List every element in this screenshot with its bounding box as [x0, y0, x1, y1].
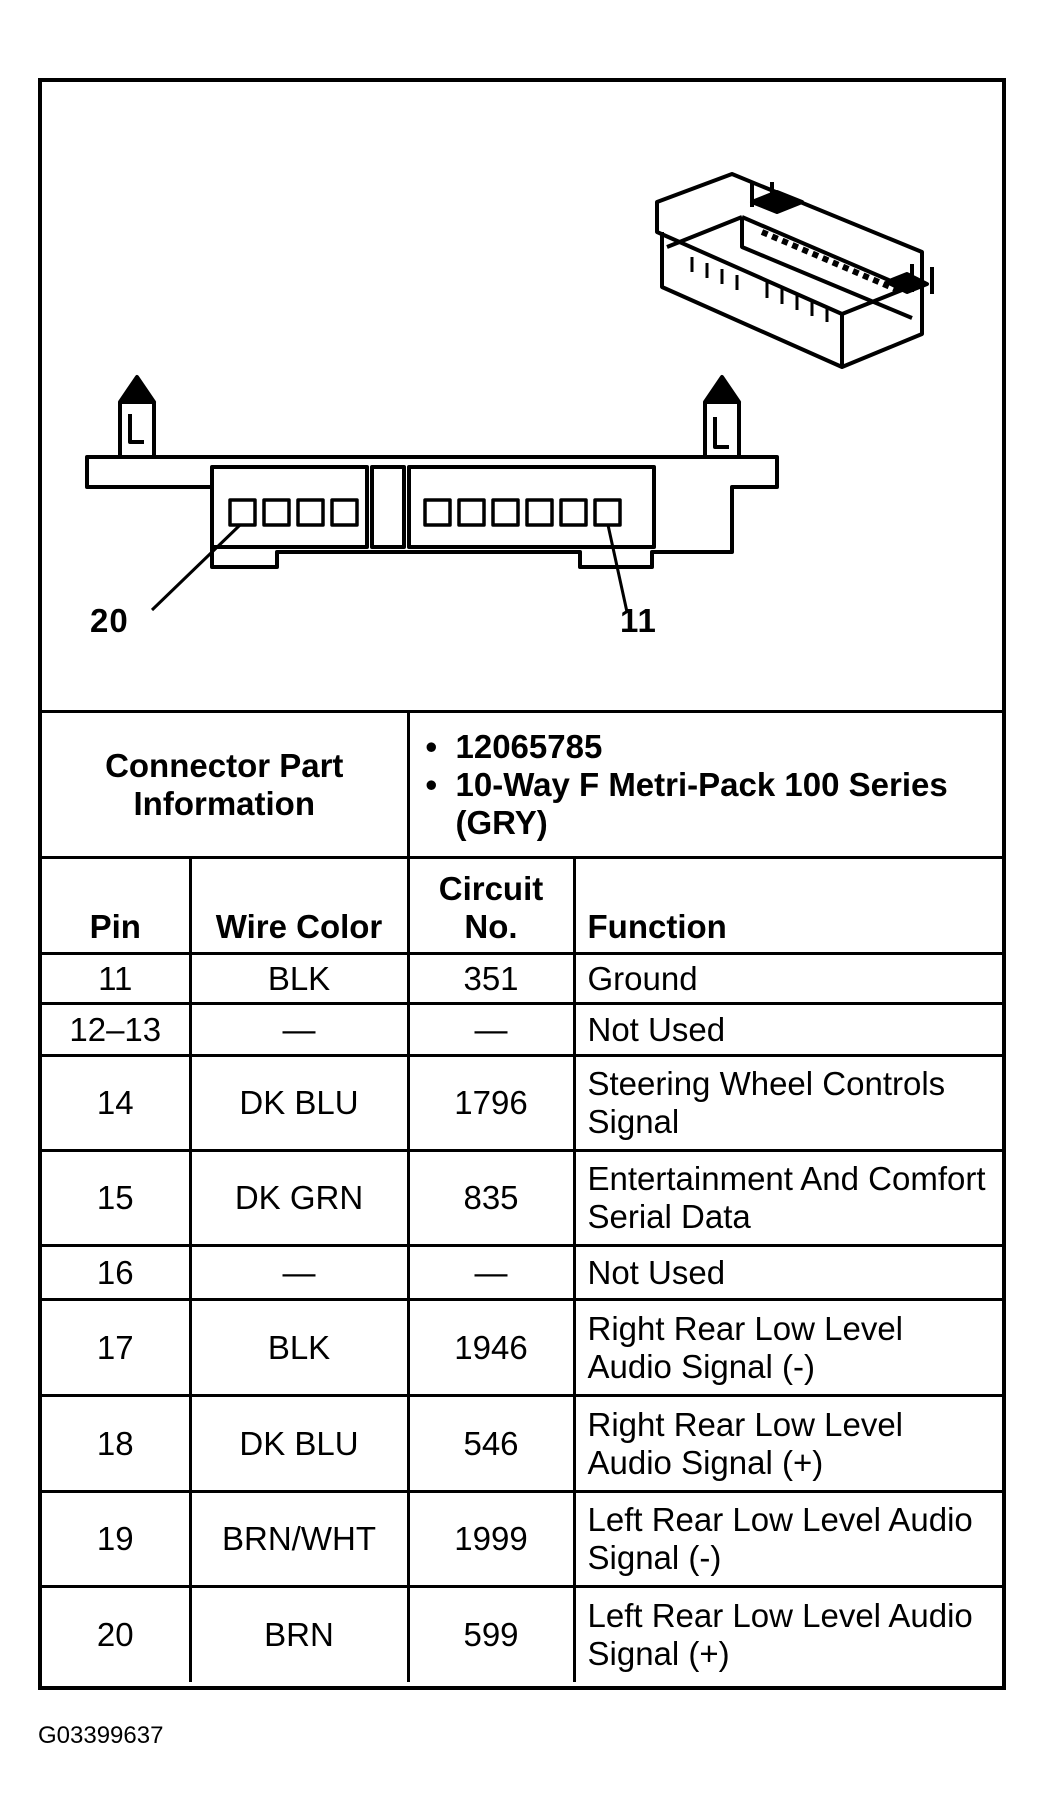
- pin-cell: 17: [42, 1298, 192, 1397]
- connector-face-drawing: [85, 172, 934, 613]
- wire-color-cell: DK BLU: [188, 1394, 410, 1493]
- table-row: 19 BRN/WHT 1999 Left Rear Low Level Audi…: [42, 1490, 1003, 1588]
- function-cell: Left Rear Low Level Audio Signal (+): [572, 1585, 1003, 1682]
- pin-cell: 18: [42, 1394, 192, 1493]
- part-number: 12065785: [422, 728, 991, 766]
- table-row: 20 BRN 599 Left Rear Low Level Audio Sig…: [42, 1585, 1003, 1682]
- header-function: Function: [572, 856, 1003, 955]
- wire-color-cell: BLK: [188, 952, 410, 1005]
- function-cell: Left Rear Low Level Audio Signal (-): [572, 1490, 1003, 1588]
- pin-cell: 19: [42, 1490, 192, 1588]
- circuit-cell: 1796: [406, 1054, 576, 1152]
- pin-cell: 12–13: [42, 1002, 192, 1057]
- wire-color-cell: BRN: [188, 1585, 410, 1682]
- pin-cell: 20: [42, 1585, 192, 1682]
- circuit-cell: 1946: [406, 1298, 576, 1397]
- table-row: 17 BLK 1946 Right Rear Low Level Audio S…: [42, 1298, 1003, 1397]
- circuit-cell: —: [406, 1244, 576, 1301]
- function-cell: Not Used: [572, 1002, 1003, 1057]
- figure-id: G03399637: [38, 1722, 164, 1749]
- pin-11-label: 11: [620, 602, 657, 639]
- table-row: 18 DK BLU 546 Right Rear Low Level Audio…: [42, 1394, 1003, 1493]
- function-cell: Steering Wheel Controls Signal: [572, 1054, 1003, 1152]
- table-row: 11 BLK 351 Ground: [42, 952, 1003, 1005]
- circuit-cell: 599: [406, 1585, 576, 1682]
- table-row: 16 — — Not Used: [42, 1244, 1003, 1301]
- function-cell: Ground: [572, 952, 1003, 1005]
- circuit-cell: 1999: [406, 1490, 576, 1588]
- wire-color-cell: —: [188, 1002, 410, 1057]
- connector-type: 10-Way F Metri-Pack 100 Series (GRY): [422, 766, 991, 842]
- wire-color-cell: DK BLU: [188, 1054, 410, 1152]
- table-row: 14 DK BLU 1796 Steering Wheel Controls S…: [42, 1054, 1003, 1152]
- circuit-cell: 835: [406, 1149, 576, 1247]
- pinout-table: Connector Part Information 12065785 10-W…: [42, 710, 1003, 1682]
- table-row: 12–13 — — Not Used: [42, 1002, 1003, 1057]
- connector-info-label: Connector Part Information: [42, 710, 410, 859]
- connector-figure: 20 11 Connector Part Information 1206578…: [38, 78, 1006, 1690]
- function-cell: Right Rear Low Level Audio Signal (-): [572, 1298, 1003, 1397]
- table-row: 15 DK GRN 835 Entertainment And Comfort …: [42, 1149, 1003, 1247]
- circuit-cell: 546: [406, 1394, 576, 1493]
- connector-face-icon: [85, 375, 779, 613]
- connector-diagram: 20 11: [42, 82, 1002, 710]
- function-cell: Right Rear Low Level Audio Signal (+): [572, 1394, 1003, 1493]
- circuit-cell: 351: [406, 952, 576, 1005]
- pin-cell: 11: [42, 952, 192, 1005]
- function-cell: Not Used: [572, 1244, 1003, 1301]
- circuit-cell: —: [406, 1002, 576, 1057]
- function-cell: Entertainment And Comfort Serial Data: [572, 1149, 1003, 1247]
- wire-color-cell: DK GRN: [188, 1149, 410, 1247]
- header-pin: Pin: [42, 856, 192, 955]
- connector-info-values: 12065785 10-Way F Metri-Pack 100 Series …: [406, 710, 1003, 859]
- header-circuit-no: Circuit No.: [406, 856, 576, 955]
- wire-color-cell: —: [188, 1244, 410, 1301]
- pin-cell: 15: [42, 1149, 192, 1247]
- wire-color-cell: BRN/WHT: [188, 1490, 410, 1588]
- header-row: Pin Wire Color Circuit No. Function: [42, 856, 1003, 955]
- pin-cell: 16: [42, 1244, 192, 1301]
- pin-20-label: 20: [90, 602, 129, 639]
- wire-color-cell: BLK: [188, 1298, 410, 1397]
- pin-cell: 14: [42, 1054, 192, 1152]
- header-wire-color: Wire Color: [188, 856, 410, 955]
- connector-3d-view-icon: [655, 172, 934, 369]
- connector-info-row: Connector Part Information 12065785 10-W…: [42, 710, 1003, 859]
